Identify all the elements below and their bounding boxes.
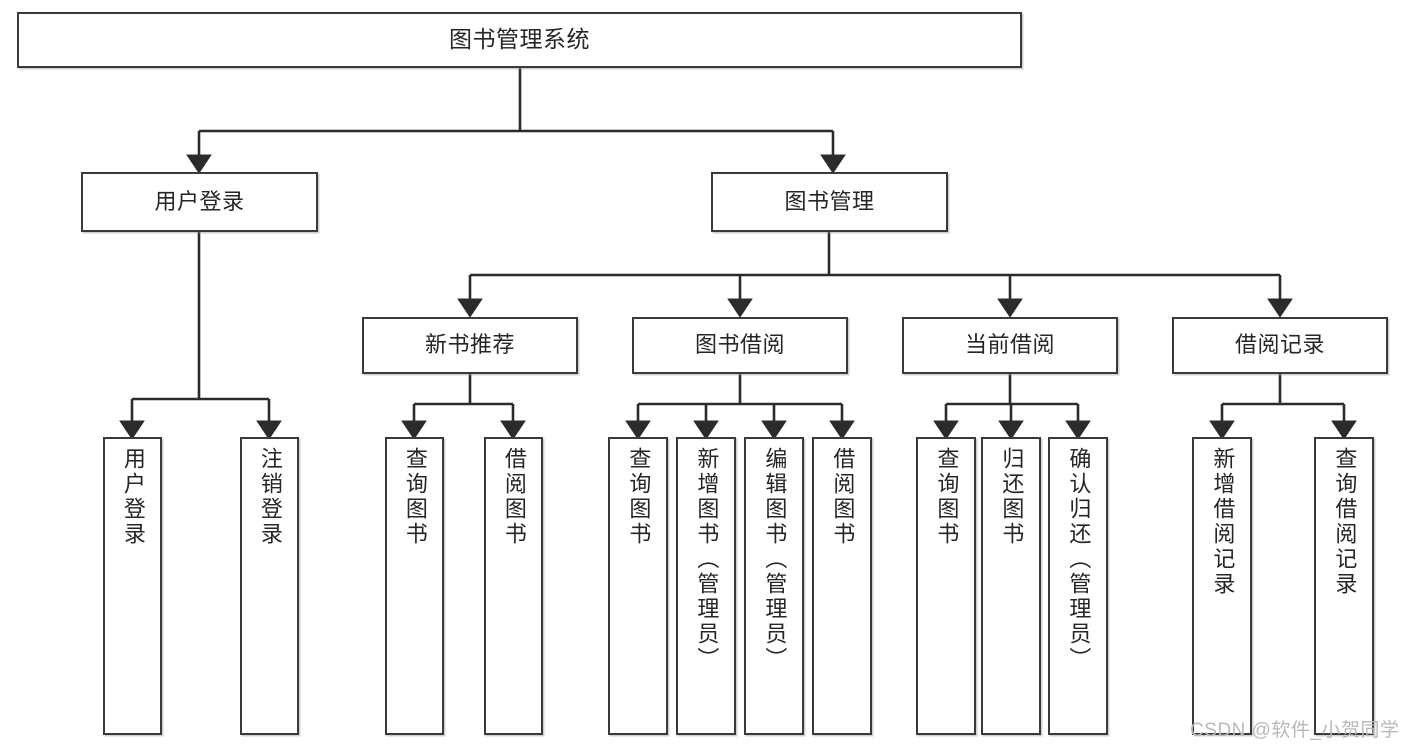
leaf-new-book-query[interactable]: 查询图书 (385, 437, 444, 735)
leaf-label: 查询图书 (402, 447, 428, 547)
node-book-management-label: 图书管理 (784, 188, 875, 214)
leaf-borrow-add-book-admin[interactable]: 新增图书（管理员） (676, 437, 736, 735)
node-borrow-record[interactable]: 借阅记录 (1172, 317, 1388, 374)
leaf-record-query[interactable]: 查询借阅记录 (1314, 437, 1374, 735)
leaf-label: 新增图书（管理员） (694, 447, 720, 672)
leaf-user-login-login[interactable]: 用户登录 (103, 437, 162, 735)
leaf-label: 归还图书 (999, 447, 1025, 547)
leaf-label: 注销登录 (257, 447, 283, 547)
node-current-borrow-label: 当前借阅 (964, 332, 1055, 358)
node-user-login-label: 用户登录 (154, 188, 245, 214)
leaf-user-login-logout[interactable]: 注销登录 (240, 437, 299, 735)
leaf-label: 查询图书 (934, 447, 960, 547)
leaf-label: 借阅图书 (830, 447, 856, 547)
leaf-borrow-edit-book-admin[interactable]: 编辑图书（管理员） (744, 437, 804, 735)
leaf-current-confirm-return-admin[interactable]: 确认归还（管理员） (1048, 437, 1108, 735)
leaf-record-add[interactable]: 新增借阅记录 (1192, 437, 1252, 735)
node-book-borrow-label: 图书借阅 (694, 332, 785, 358)
leaf-borrow-query-book[interactable]: 查询图书 (608, 437, 668, 735)
leaf-current-return-book[interactable]: 归还图书 (981, 437, 1041, 735)
csdn-watermark: CSDN @软件_小贺同学 (1190, 720, 1400, 741)
node-user-login[interactable]: 用户登录 (81, 172, 318, 232)
node-new-book-recommend-label: 新书推荐 (424, 332, 515, 358)
node-new-book-recommend[interactable]: 新书推荐 (362, 317, 578, 374)
leaf-label: 查询借阅记录 (1332, 447, 1358, 597)
leaf-borrow-borrow-book[interactable]: 借阅图书 (812, 437, 872, 735)
node-book-management[interactable]: 图书管理 (711, 172, 948, 232)
leaf-new-book-borrow[interactable]: 借阅图书 (484, 437, 543, 735)
leaf-label: 编辑图书（管理员） (762, 447, 788, 672)
node-book-borrow[interactable]: 图书借阅 (632, 317, 848, 374)
leaf-label: 借阅图书 (501, 447, 527, 547)
leaf-label: 新增借阅记录 (1210, 447, 1236, 597)
leaf-label: 用户登录 (120, 447, 146, 547)
leaf-label: 查询图书 (626, 447, 652, 547)
node-root[interactable]: 图书管理系统 (17, 12, 1022, 68)
leaf-label: 确认归还（管理员） (1066, 447, 1092, 672)
node-borrow-record-label: 借阅记录 (1234, 332, 1325, 358)
node-root-label: 图书管理系统 (449, 26, 590, 53)
node-current-borrow[interactable]: 当前借阅 (902, 317, 1118, 374)
leaf-current-query-book[interactable]: 查询图书 (916, 437, 976, 735)
